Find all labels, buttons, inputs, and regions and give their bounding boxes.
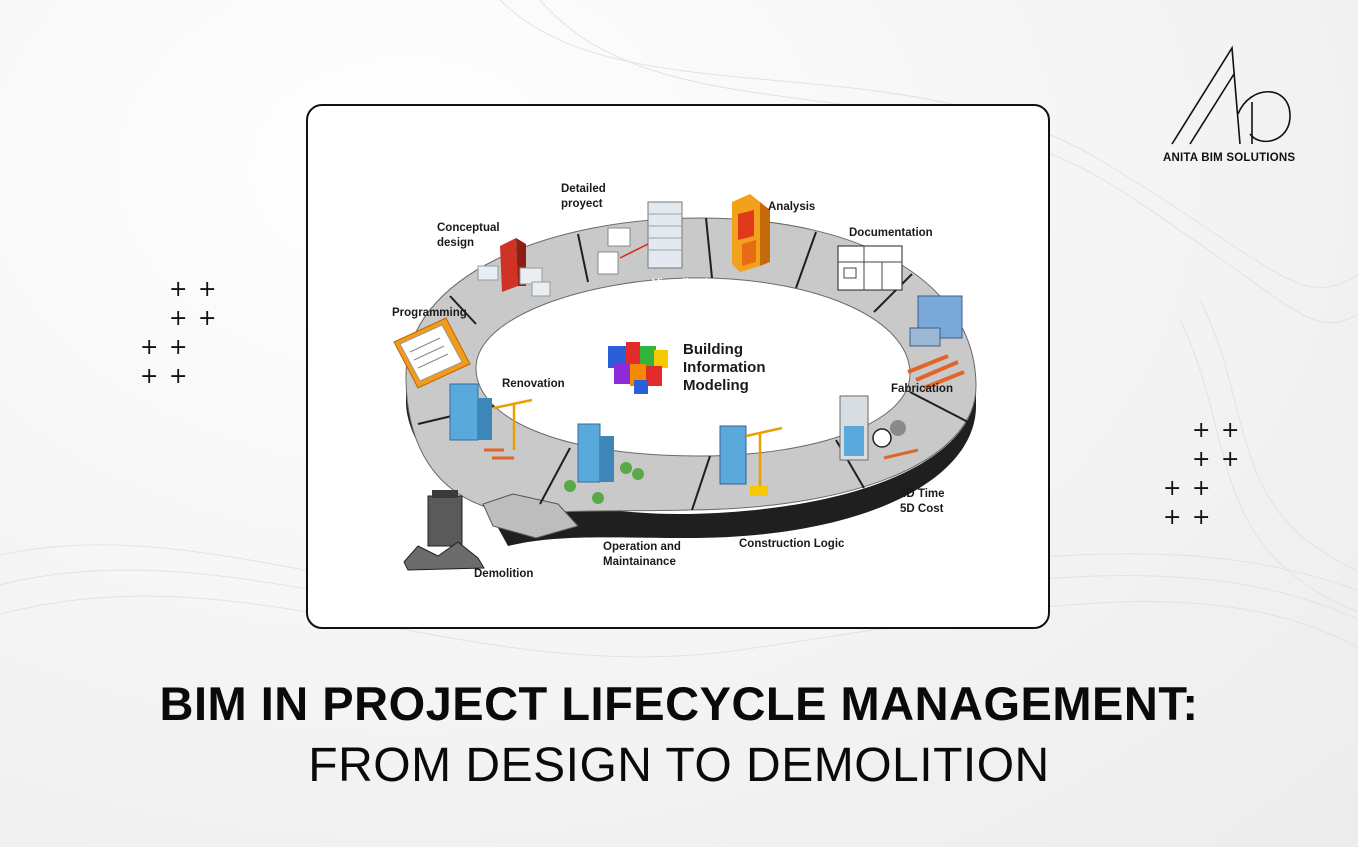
bim-title-line-1: Building [683, 341, 743, 358]
plus-icon: + [169, 335, 188, 360]
conceptual-design-building-icon [477, 238, 551, 297]
plus-icon: + [1192, 476, 1211, 501]
diagram-card: Visualization Building Information Model… [306, 104, 1050, 629]
plus-icon: + [198, 306, 217, 331]
ring-label-visualization: Visualization [652, 278, 722, 290]
ring-demolition-tail [482, 493, 579, 539]
plus-decoration-right: + + + + + + + + [1163, 418, 1243, 533]
plus-icon: + [140, 364, 159, 389]
label-documentation: Documentation [849, 227, 933, 239]
label-conceptual-design-2: design [437, 237, 474, 249]
bim-blocks-icon [608, 342, 668, 394]
label-conceptual-design-1: Conceptual [437, 222, 500, 234]
programming-clipboard-icon [393, 317, 471, 389]
bim-lifecycle-diagram: Visualization Building Information Model… [392, 183, 977, 580]
plus-icon: + [140, 335, 159, 360]
label-operation-2: Maintainance [603, 556, 676, 568]
renovation-building-icon [449, 383, 533, 460]
anita-bim-logo-icon [1171, 45, 1291, 145]
plus-icon: + [1192, 447, 1211, 472]
label-demolition: Demolition [474, 568, 533, 580]
label-operation-1: Operation and [603, 541, 681, 553]
headline-title: BIM IN PROJECT LIFECYCLE MANAGEMENT: [159, 677, 1199, 730]
fabrication-icon [907, 295, 965, 390]
analysis-building-icon [732, 194, 770, 272]
demolition-rubble-icon [403, 490, 485, 571]
label-analysis: Analysis [768, 201, 815, 213]
label-renovation: Renovation [502, 378, 565, 390]
time-cost-building-icon [839, 395, 919, 461]
plus-decoration-left: + + + + + + + + [140, 277, 220, 392]
bim-title-line-2: Information [683, 359, 766, 376]
operation-building-icon [564, 423, 644, 504]
plus-icon: + [169, 306, 188, 331]
plus-icon: + [169, 277, 188, 302]
label-detailed-project-1: Detailed [561, 183, 606, 195]
detailed-project-building-icon [597, 201, 683, 275]
label-programming: Programming [392, 307, 467, 319]
label-time-cost-1: 4D Time [900, 488, 945, 500]
documentation-floorplan-icon [837, 245, 903, 291]
construction-crane-icon [719, 425, 783, 496]
plus-icon: + [1192, 418, 1211, 443]
plus-icon: + [1163, 505, 1182, 530]
plus-icon: + [1221, 447, 1240, 472]
label-time-cost-2: 5D Cost [900, 503, 944, 515]
plus-icon: + [1221, 418, 1240, 443]
plus-icon: + [198, 277, 217, 302]
headline-subtitle: FROM DESIGN TO DEMOLITION [308, 739, 1050, 792]
brand-name: ANITA BIM SOLUTIONS [1163, 152, 1296, 164]
plus-icon: + [169, 364, 188, 389]
bim-title-line-3: Modeling [683, 377, 749, 394]
label-construction-logic: Construction Logic [739, 538, 845, 550]
label-detailed-project-2: proyect [561, 198, 603, 210]
label-fabrication: Fabrication [891, 383, 953, 395]
plus-icon: + [1163, 476, 1182, 501]
plus-icon: + [1192, 505, 1211, 530]
